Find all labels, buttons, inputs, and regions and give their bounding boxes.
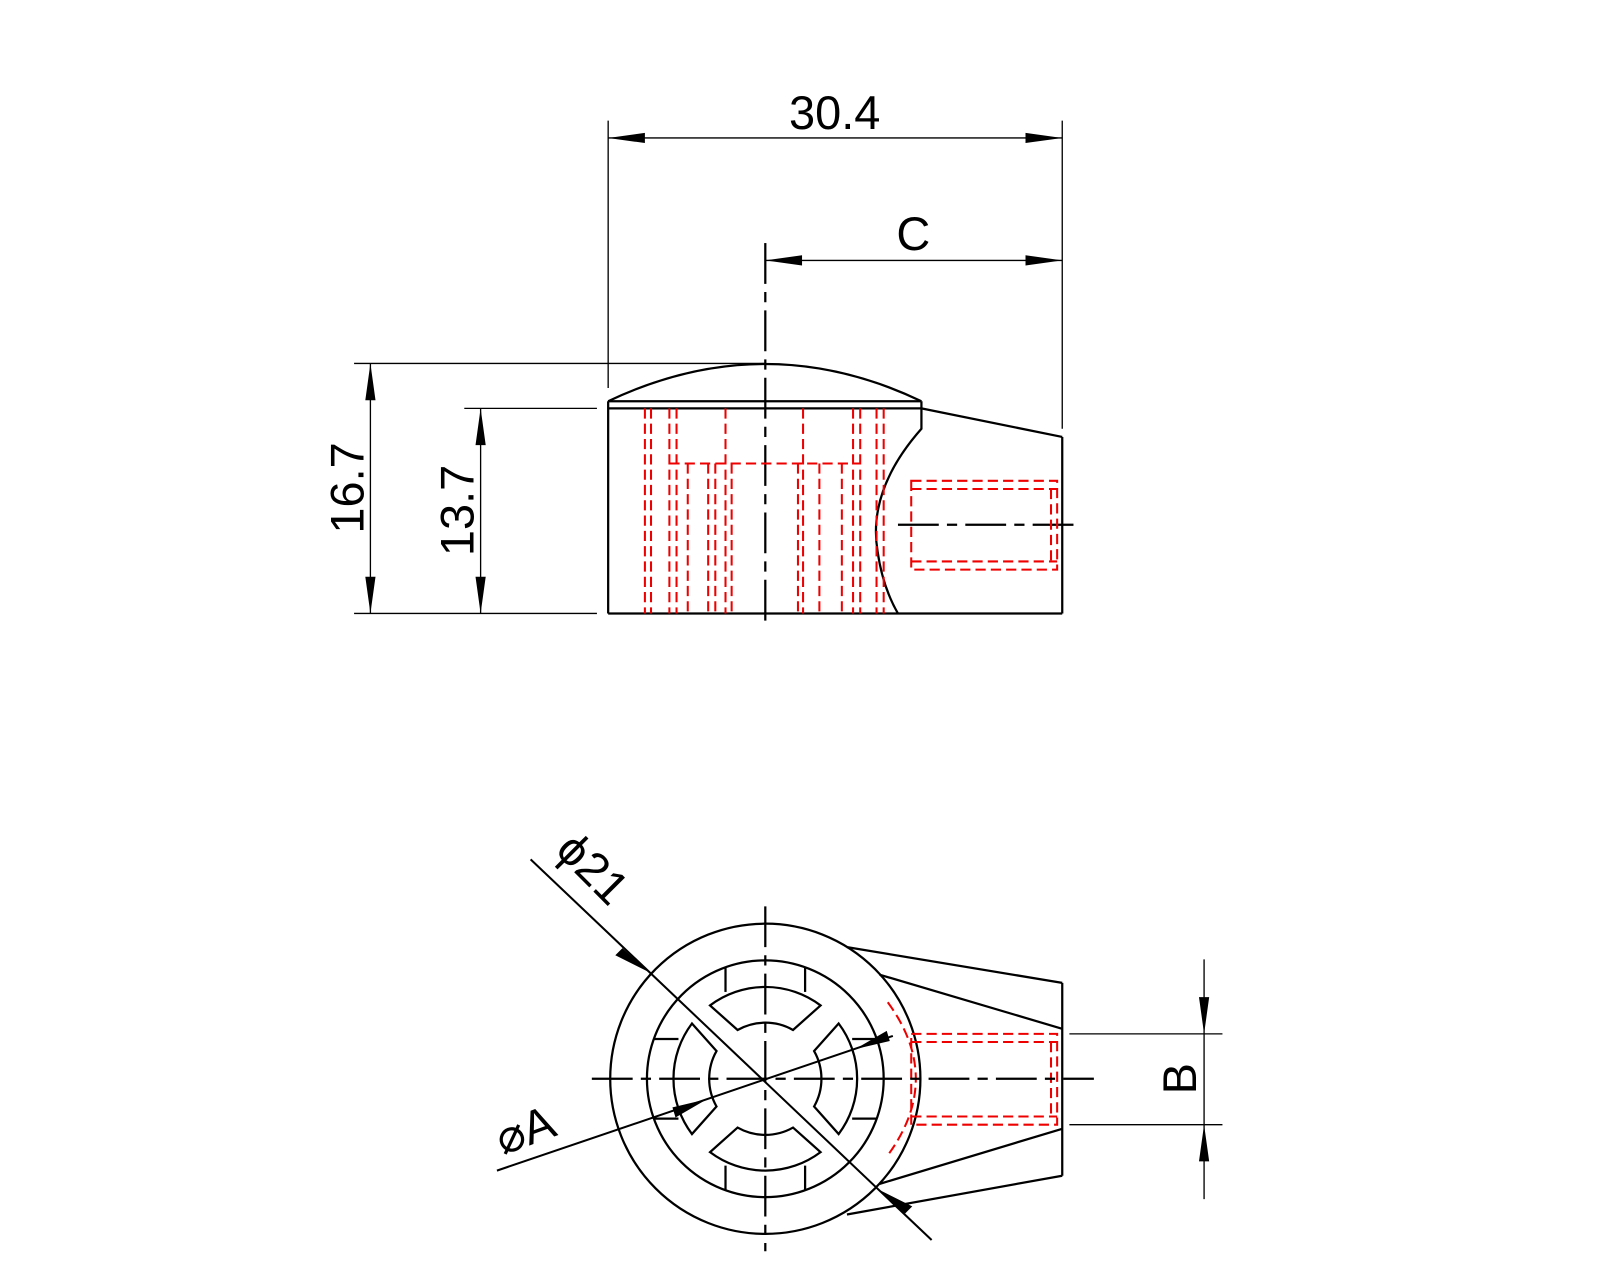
- dimension-b: B: [1069, 959, 1223, 1200]
- slot: [812, 1021, 859, 1136]
- dimension-label: 16.7: [321, 442, 373, 533]
- lug-outline: [846, 946, 1064, 1216]
- slot: [708, 1126, 823, 1172]
- slots: [653, 967, 877, 1191]
- slot: [708, 985, 823, 1032]
- dimension-label: ⌀A: [488, 1095, 562, 1164]
- dimension-30-4: 30.4: [607, 87, 1063, 429]
- dimension-16-7: 16.7: [321, 362, 766, 615]
- dimension-c: C: [765, 208, 1063, 266]
- threaded-hole-hidden: [910, 1032, 1059, 1126]
- threaded-hole-hidden: [910, 479, 1059, 571]
- dimension-label: 30.4: [789, 87, 880, 139]
- dimension-label: ϕ21: [547, 822, 639, 914]
- dimension-label: 13.7: [431, 465, 483, 556]
- top-view: ϕ21 ⌀A B: [488, 822, 1223, 1252]
- dimension-phi-a: ⌀A: [488, 1030, 894, 1172]
- dimension-13-7: 13.7: [431, 407, 597, 614]
- dimension-label: C: [896, 208, 930, 260]
- dimension-label: B: [1154, 1063, 1206, 1094]
- dimension-phi-21: ϕ21: [529, 822, 933, 1241]
- hidden-lines: [643, 408, 1059, 614]
- slot: [672, 1021, 718, 1136]
- front-view: 30.4 C 16.7 13.7: [321, 87, 1077, 629]
- lug-top-edge: [921, 407, 1063, 439]
